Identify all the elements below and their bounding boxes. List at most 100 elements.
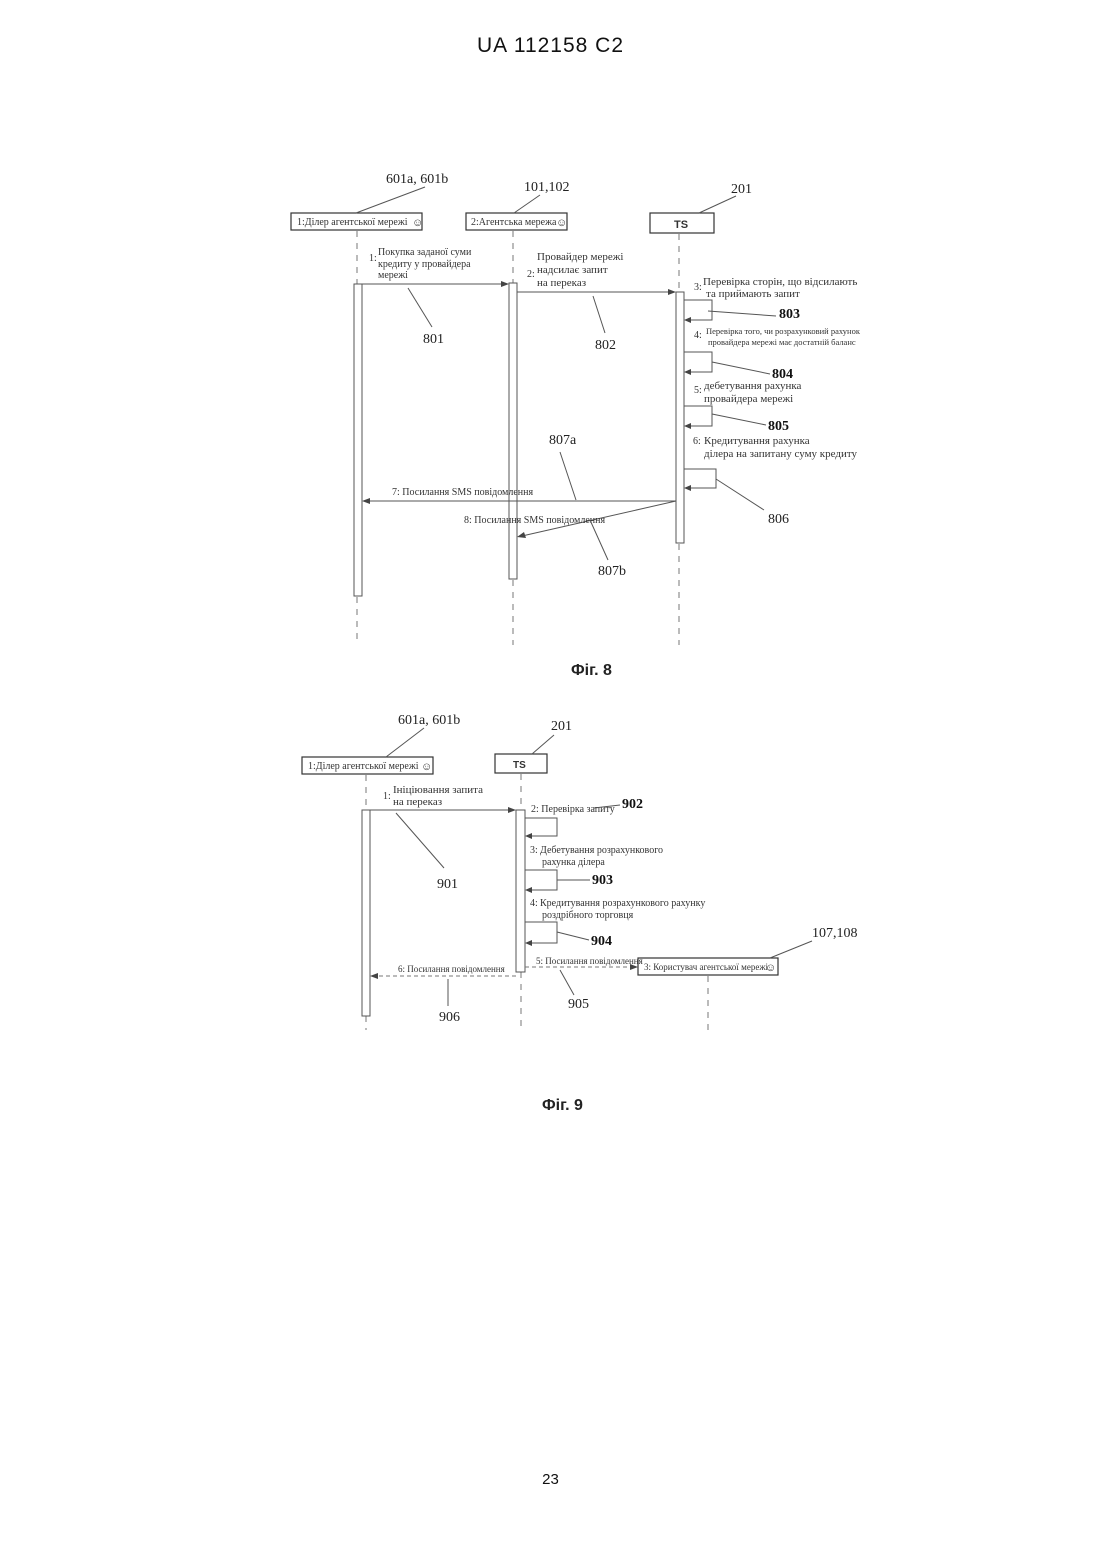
ref-label-ts: 201 xyxy=(551,719,572,734)
leader-line xyxy=(408,288,432,327)
ref-807a: 807a xyxy=(549,433,577,448)
arrowhead xyxy=(668,289,676,295)
ref-label-ts: 201 xyxy=(731,182,752,197)
ref-805: 805 xyxy=(768,419,789,434)
ref-905: 905 xyxy=(568,997,589,1012)
message-number: 2: xyxy=(527,269,535,280)
message-text: 6: Посилання повідомлення xyxy=(398,964,505,974)
activation-bar-network xyxy=(509,283,517,579)
message-text: Перевірка сторін, що відсилають xyxy=(703,276,857,288)
actor-label-user: 3: Користувач агентської мережі xyxy=(644,962,769,972)
ref-label-user: 107,108 xyxy=(812,926,858,941)
arrowhead xyxy=(525,833,532,839)
message-text: ділера на запитану суму кредиту xyxy=(704,448,858,460)
message-text: Кредитування рахунка xyxy=(704,435,810,447)
figure-8-caption: Фіг. 8 xyxy=(571,662,612,680)
ref-903: 903 xyxy=(592,873,613,888)
message-text: 5: Посилання повідомлення xyxy=(536,956,643,966)
message-number: 4: xyxy=(530,898,538,909)
ref-803: 803 xyxy=(779,307,800,322)
leader-line xyxy=(708,311,776,316)
leader-line xyxy=(712,414,766,425)
leader-line xyxy=(386,728,424,757)
arrowhead xyxy=(362,498,370,504)
message-text: Перевірка того, чи розрахунковий рахунок xyxy=(706,326,861,336)
activation-bar-dealer xyxy=(362,810,370,1016)
message-number: 1: xyxy=(383,791,391,802)
message-number: 5: xyxy=(694,385,702,396)
message-text: надсилає запит xyxy=(537,264,608,276)
message-text: провайдера мережі має достатній баланс xyxy=(708,337,856,347)
figure-9: 1:Ділер агентської мережі ☺ TS 3: Корист… xyxy=(302,713,858,1030)
leader-line xyxy=(532,735,554,754)
self-message-2 xyxy=(525,818,557,836)
message-number: 4: xyxy=(694,330,702,341)
figure-8: 1:Ділер агентської мережі ☺ 2:Агентська … xyxy=(291,172,861,645)
ref-label-dealer: 601a, 601b xyxy=(386,172,448,187)
message-text: на переказ xyxy=(393,796,442,808)
message-number: 3: xyxy=(694,282,702,293)
ref-801: 801 xyxy=(423,332,444,347)
message-text: 7: Посилання SMS повідомлення xyxy=(392,487,533,498)
self-message-5 xyxy=(684,406,712,426)
self-message-3 xyxy=(684,300,712,320)
actor-label-network: 2:Агентська мережа xyxy=(471,217,557,228)
leader-line xyxy=(560,452,576,500)
leader-line xyxy=(396,813,444,868)
figure-9-caption: Фіг. 9 xyxy=(542,1097,583,1115)
arrowhead xyxy=(684,423,691,429)
self-message-3 xyxy=(525,870,557,890)
activation-bar-ts xyxy=(516,810,525,972)
self-message-6 xyxy=(684,469,716,488)
leader-line xyxy=(590,520,608,560)
leader-line xyxy=(593,296,605,333)
message-text: 2: Перевірка запиту xyxy=(531,804,615,815)
leader-line xyxy=(712,362,770,374)
message-number: 6: xyxy=(693,436,701,447)
arrowhead xyxy=(370,973,378,979)
ref-label-dealer: 601a, 601b xyxy=(398,713,460,728)
arrowhead xyxy=(525,887,532,893)
ref-label-network: 101,102 xyxy=(524,180,570,195)
actor-label-ts: TS xyxy=(674,219,688,231)
message-text: Покупка заданої суми xyxy=(378,247,472,258)
message-text: мережі xyxy=(378,270,408,281)
page-number: 23 xyxy=(0,1471,1101,1488)
ref-806: 806 xyxy=(768,512,789,527)
leader-line xyxy=(699,196,736,213)
arrowhead xyxy=(501,281,509,287)
leader-line xyxy=(557,932,589,940)
actor-label-dealer: 1:Ділер агентської мережі xyxy=(297,217,408,228)
ref-804: 804 xyxy=(772,367,793,382)
message-text: Провайдер мережі xyxy=(537,251,623,263)
leader-line xyxy=(770,941,812,958)
actor-person-icon: ☺ xyxy=(765,962,776,974)
ref-901: 901 xyxy=(437,877,458,892)
actor-label-ts: TS xyxy=(513,760,526,771)
message-text: на переказ xyxy=(537,277,586,289)
ref-802: 802 xyxy=(595,338,616,353)
message-text: Дебетування розрахункового xyxy=(540,845,663,856)
ref-906: 906 xyxy=(439,1010,460,1025)
message-text: кредиту у провайдера xyxy=(378,259,471,270)
leader-line xyxy=(716,479,764,510)
arrowhead xyxy=(684,369,691,375)
message-text: Ініціювання запита xyxy=(393,784,483,796)
self-message-4 xyxy=(684,352,712,372)
message-text: 8: Посилання SMS повідомлення xyxy=(464,515,605,526)
activation-bar-dealer xyxy=(354,284,362,596)
leader-line xyxy=(514,195,540,213)
actor-label-dealer: 1:Ділер агентської мережі xyxy=(308,761,419,772)
message-text: рахунка ділера xyxy=(542,857,605,868)
leader-line xyxy=(356,187,425,213)
actor-person-icon: ☺ xyxy=(421,761,432,773)
ref-807b: 807b xyxy=(598,564,626,579)
activation-bar-ts xyxy=(676,292,684,543)
arrowhead xyxy=(508,807,516,813)
ref-902: 902 xyxy=(622,797,643,812)
message-text: Кредитування розрахункового рахунку xyxy=(540,898,705,909)
actor-person-icon: ☺ xyxy=(412,217,423,229)
message-text: та приймають запит xyxy=(706,288,800,300)
message-text: роздрібного торговця xyxy=(542,910,634,921)
